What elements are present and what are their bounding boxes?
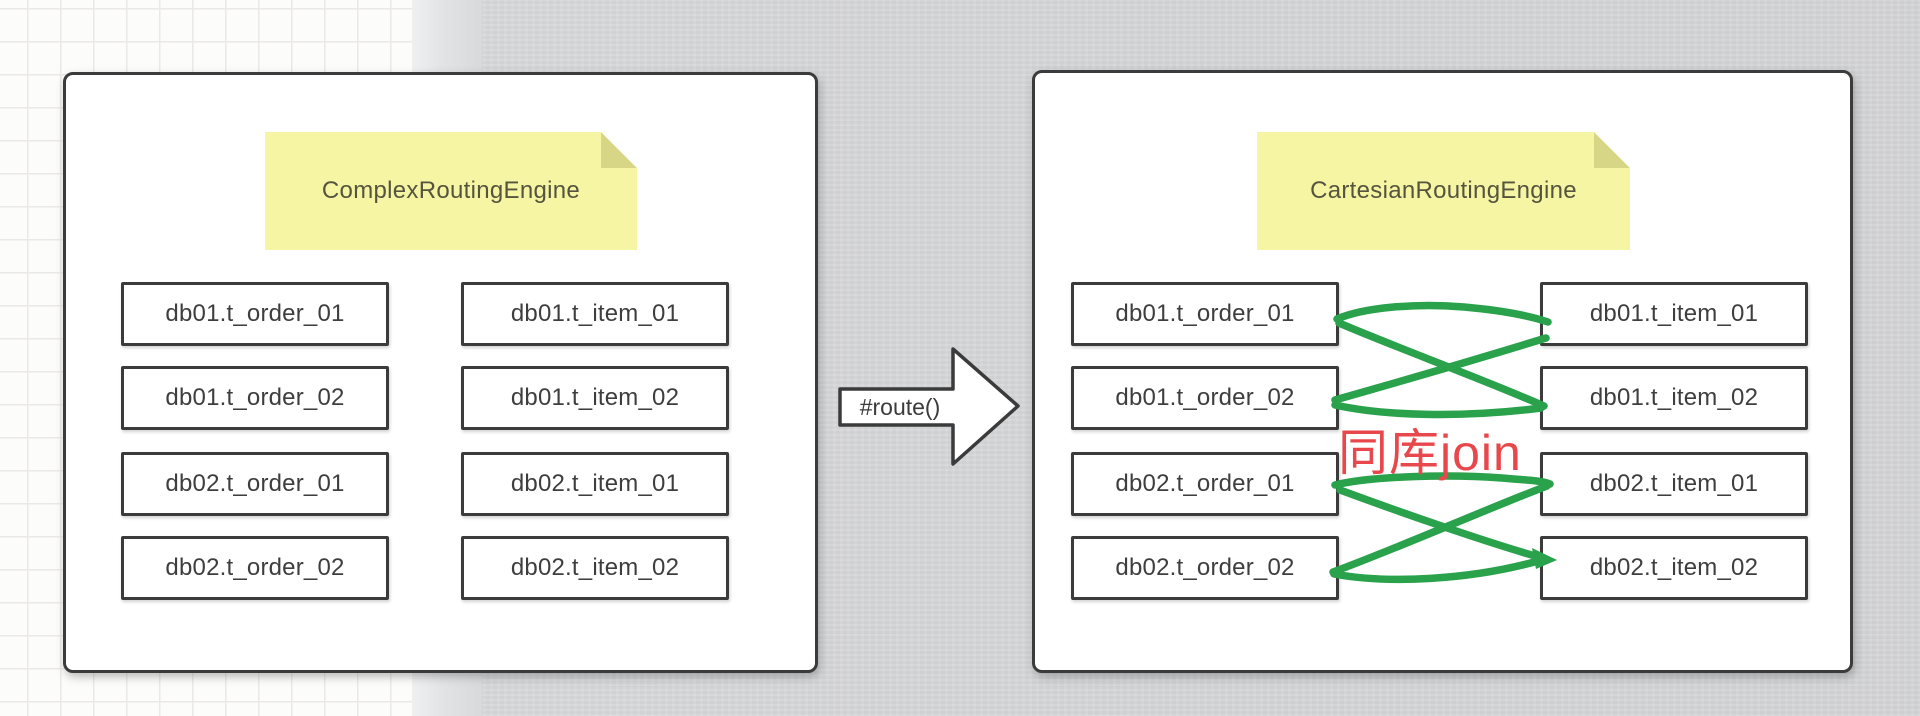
table-box: db01.t_item_01	[1540, 282, 1808, 346]
left-sticky-note: ComplexRoutingEngine	[265, 132, 637, 250]
table-box: db01.t_item_01	[461, 282, 729, 346]
table-box: db01.t_item_02	[1540, 366, 1808, 430]
table-box: db02.t_order_01	[121, 452, 389, 516]
table-box: db01.t_order_02	[1071, 366, 1339, 430]
table-box: db02.t_item_02	[1540, 536, 1808, 600]
table-box: db02.t_order_02	[1071, 536, 1339, 600]
table-box: db02.t_order_02	[121, 536, 389, 600]
table-box: db01.t_item_02	[461, 366, 729, 430]
table-box: db01.t_order_02	[121, 366, 389, 430]
table-box: db02.t_order_01	[1071, 452, 1339, 516]
table-box: db02.t_item_01	[461, 452, 729, 516]
right-sticky-note: CartesianRoutingEngine	[1257, 132, 1630, 250]
same-db-join-annotation: 同库join	[1338, 425, 1522, 481]
table-box: db02.t_item_01	[1540, 452, 1808, 516]
table-box: db01.t_order_01	[1071, 282, 1339, 346]
table-box: db01.t_order_01	[121, 282, 389, 346]
table-box: db02.t_item_02	[461, 536, 729, 600]
route-arrow-label: #route()	[859, 393, 941, 420]
